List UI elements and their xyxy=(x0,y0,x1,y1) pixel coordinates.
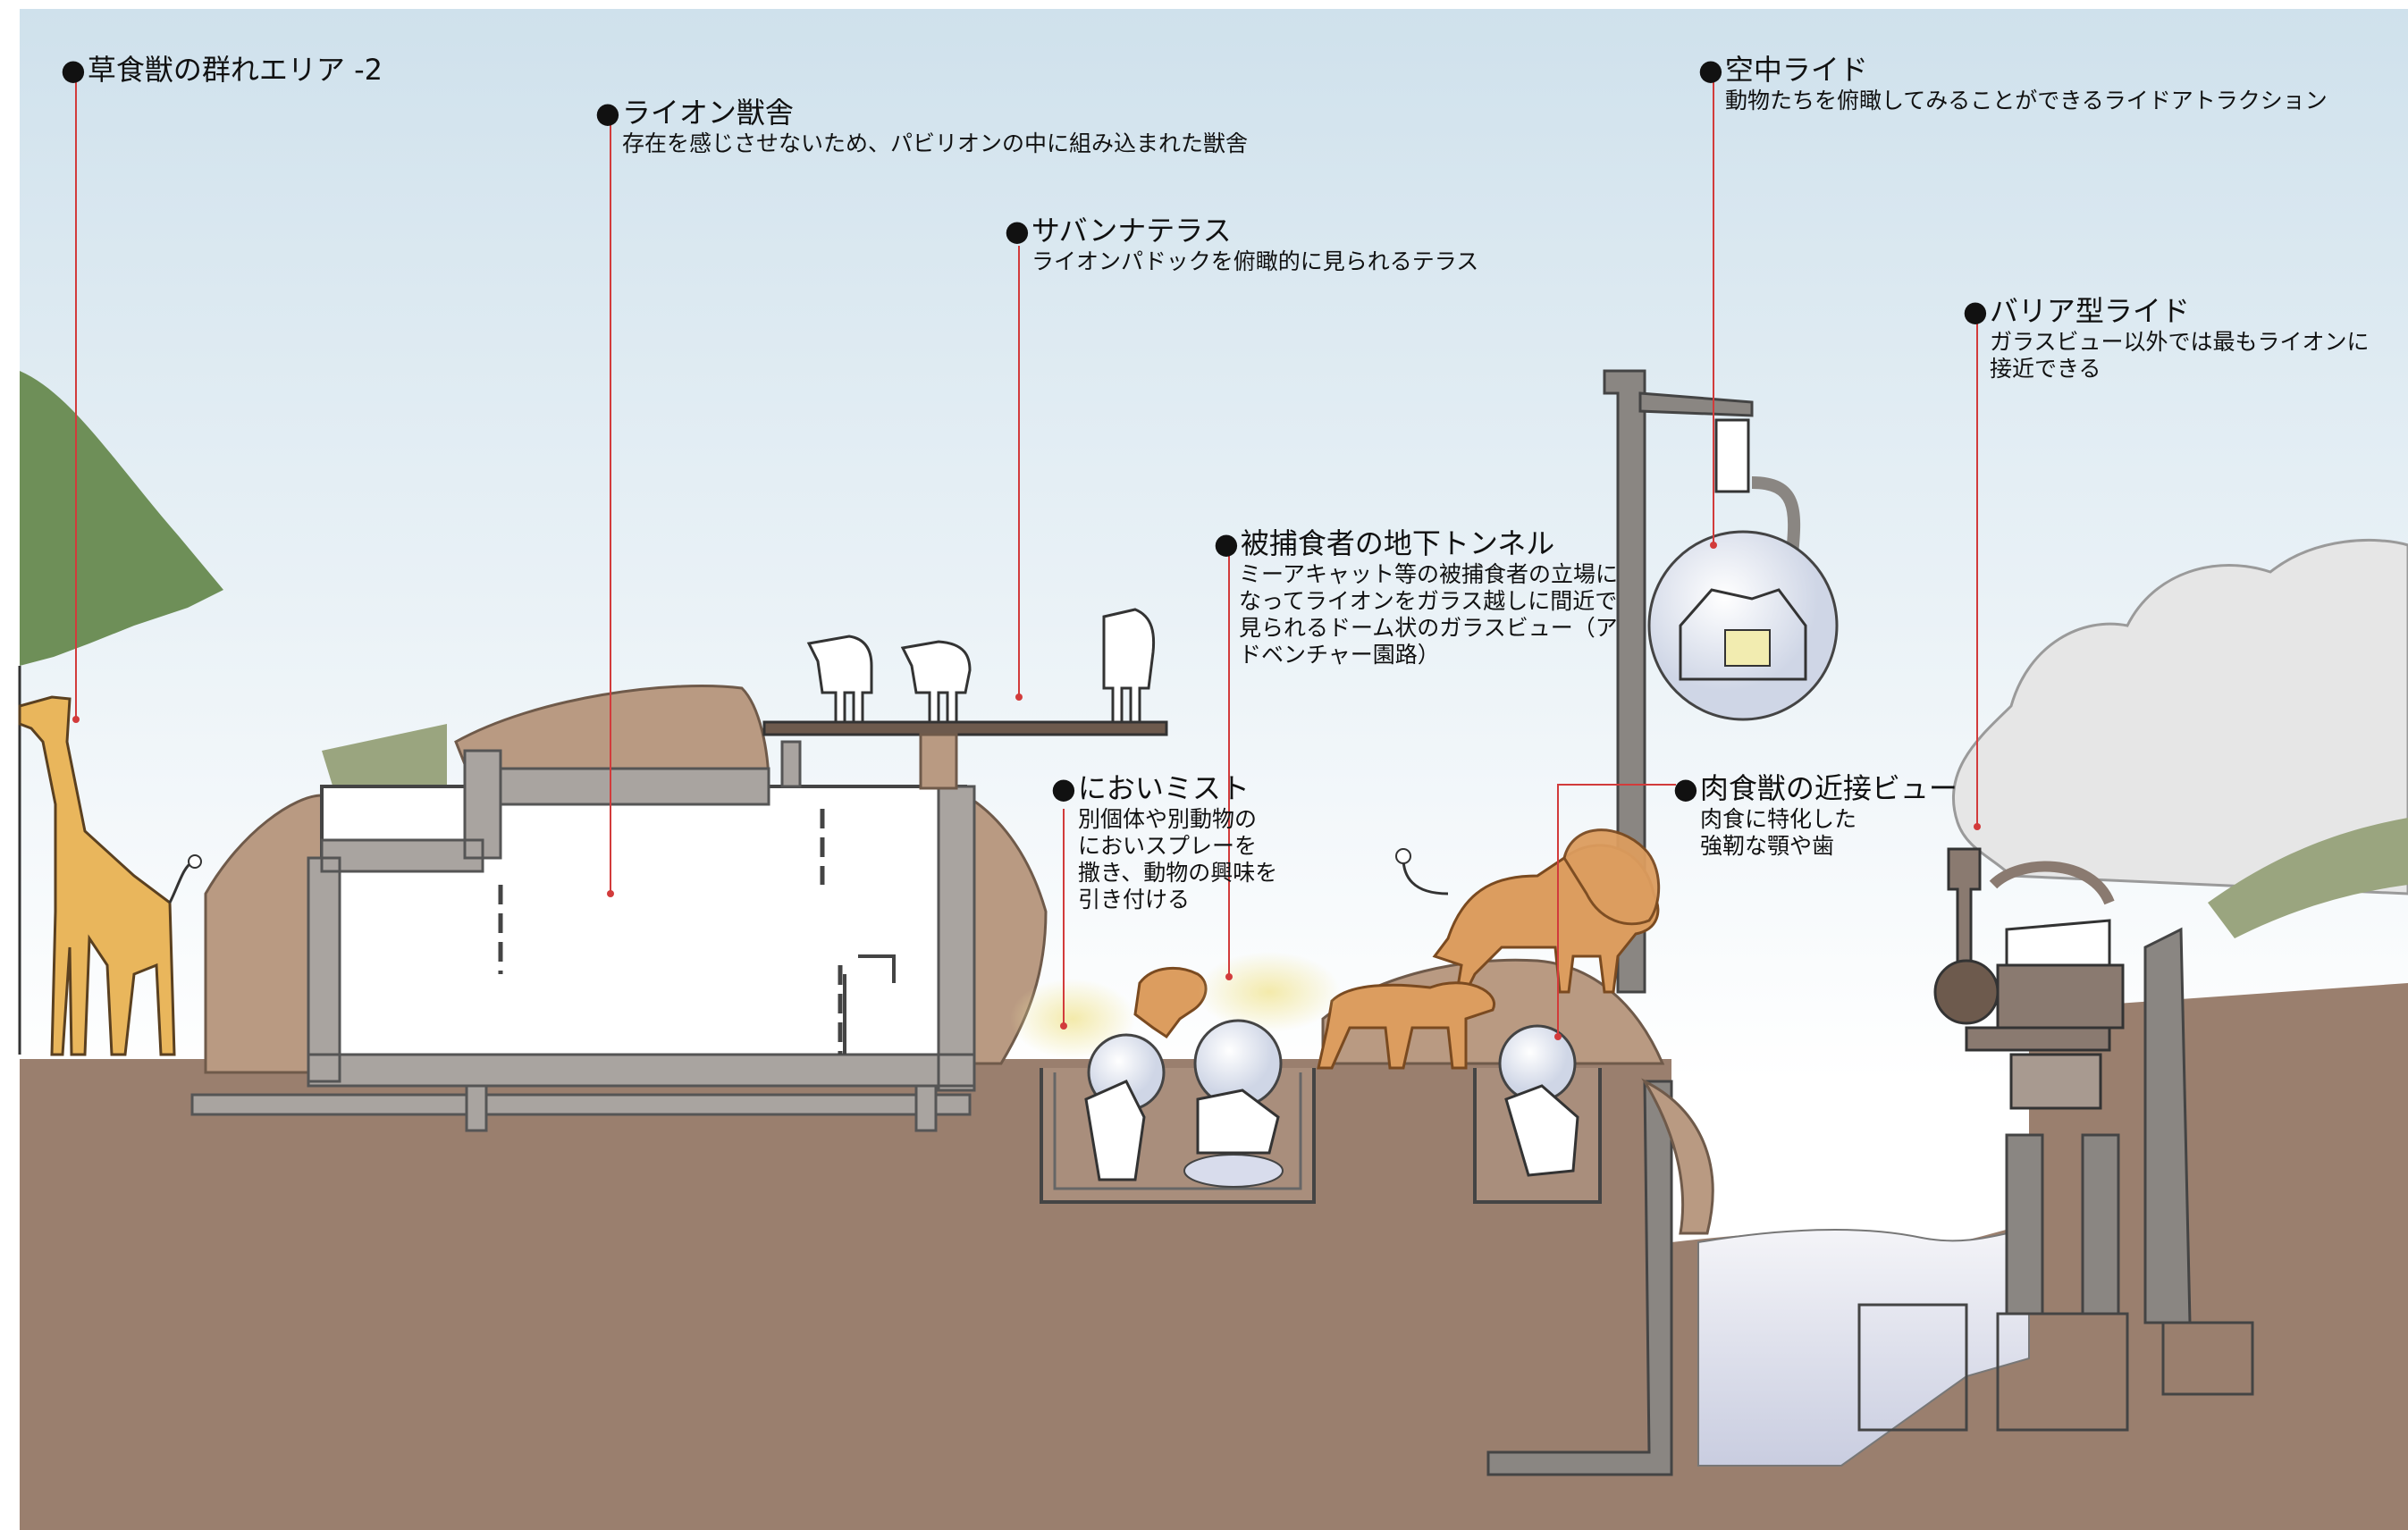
grass-right xyxy=(2208,818,2408,938)
lion-icon xyxy=(1317,981,1496,1070)
label-carnivore-view: 肉食獣の近接ビュー 肉食に特化した 強靭な顎や歯 xyxy=(1673,770,1958,860)
label-title: バリア型ライド xyxy=(1963,293,2370,329)
lion-icon xyxy=(1395,828,1661,994)
person-icon xyxy=(1196,1089,1280,1155)
person-icon xyxy=(1084,1080,1146,1181)
label-description: 別個体や別動物の においスプレーを 撒き、動物の興味を 引き付ける xyxy=(1078,806,1278,912)
lion-house xyxy=(190,740,976,1132)
person-icon xyxy=(1504,1084,1579,1177)
label-title: においミスト xyxy=(1051,770,1277,806)
person-icon xyxy=(1102,608,1156,724)
label-title: 肉食獣の近接ビュー xyxy=(1673,770,1958,806)
label-title: 空中ライド xyxy=(1698,52,2328,88)
label-prey-tunnel: 被捕食者の地下トンネル ミーアキャット等の被捕食者の立場に なってライオンをガラ… xyxy=(1214,525,1618,668)
label-title: 草食獣の群れエリア -2 xyxy=(61,52,383,88)
leader-line-lion-house xyxy=(607,118,614,897)
label-title: サバンナテラス xyxy=(1005,213,1478,248)
rock-top xyxy=(454,685,770,788)
label-description: ミーアキャット等の被捕食者の立場に なってライオンをガラス越しに間近で 見られる… xyxy=(1239,561,1619,668)
leader-line-savanna-terrace xyxy=(1015,246,1023,701)
label-aerial-ride: 空中ライド 動物たちを俯瞰してみることができるライドアトラクション xyxy=(1698,52,2328,114)
label-herbivore-area: 草食獣の群れエリア -2 xyxy=(61,52,383,88)
terrace-people xyxy=(806,608,1156,724)
aerial-ride xyxy=(1603,369,1839,994)
person-icon xyxy=(900,640,972,724)
savanna-terrace xyxy=(762,720,1168,790)
label-title: 被捕食者の地下トンネル xyxy=(1214,525,1618,561)
leader-line-carnivore-view xyxy=(1554,784,1676,1040)
leader-line-barrier-ride xyxy=(1974,317,1981,830)
label-scent-mist: においミスト 別個体や別動物の においスプレーを 撒き、動物の興味を 引き付ける xyxy=(1051,770,1277,913)
barrier-walls xyxy=(1486,927,2254,1476)
person-icon xyxy=(2005,919,2111,967)
dome-icon xyxy=(1647,530,1839,721)
label-description: 動物たちを俯瞰してみることができるライドアトラクション xyxy=(1725,88,2328,113)
barrier-ride xyxy=(1933,847,2125,1110)
label-savanna-terrace: サバンナテラス ライオンパドックを俯瞰的に見られるテラス xyxy=(1005,213,1478,275)
giraffe-icon xyxy=(18,695,202,1056)
label-description: ライオンパドックを俯瞰的に見られるテラス xyxy=(1031,248,1479,274)
steam-icon xyxy=(1951,538,2408,895)
label-lion-house: ライオン獣舎 存在を感じさせないため、パビリオンの中に組み込まれた獣舎 xyxy=(595,95,1248,157)
label-description: 肉食に特化した 強靭な顎や歯 xyxy=(1700,806,1857,859)
tree-icon xyxy=(20,371,223,666)
mist-cloud xyxy=(1010,979,1135,1059)
label-title: ライオン獣舎 xyxy=(595,95,1248,130)
leader-line-aerial-ride xyxy=(1710,76,1717,549)
mist-cloud xyxy=(1198,952,1341,1032)
label-barrier-ride: バリア型ライド ガラスビュー以外では最もライオンに 接近できる xyxy=(1963,293,2370,382)
leader-line-scent-mist xyxy=(1060,809,1067,1030)
person-icon xyxy=(806,635,873,724)
leader-line-prey-tunnel xyxy=(1225,552,1233,980)
leader-line-herbivore xyxy=(72,76,80,723)
predator-tunnel xyxy=(1040,1019,1316,1204)
label-description: ガラスビュー以外では最もライオンに 接近できる xyxy=(1990,329,2370,382)
label-description: 存在を感じさせないため、パビリオンの中に組み込まれた獣舎 xyxy=(622,130,1249,156)
lion-icon xyxy=(1133,966,1208,1039)
carnivore-view-pit xyxy=(1473,1024,1602,1204)
